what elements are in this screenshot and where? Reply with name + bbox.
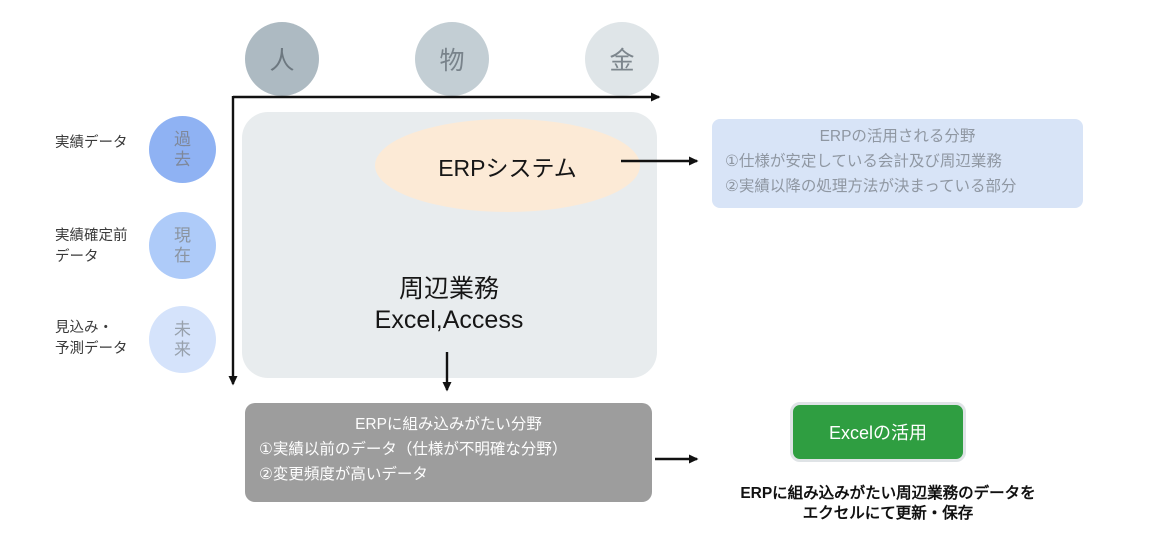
label-pre-final-data: 実績確定前 データ: [55, 226, 128, 268]
erp-applied-fields-box: ERPの活用される分野 ①仕様が安定している会計及び周辺業務 ②実績以降の処理方…: [712, 119, 1083, 208]
timeline-circle-past: 過去: [149, 116, 216, 183]
timeline-circle-future: 未来: [149, 306, 216, 373]
peripheral-work-text-line1: 周辺業務: [398, 275, 499, 303]
timeline-circle-present-label: 現在: [174, 225, 191, 265]
timeline-circle-present: 現在: [149, 212, 216, 279]
excel-usage-caption-line2: エクセルにて更新・保存: [802, 504, 974, 522]
excel-usage-button: Excelの活用: [790, 402, 966, 462]
hard-to-embed-title: ERPに組み込みがたい分野: [355, 416, 542, 433]
axis-circle-people: 人: [245, 22, 319, 96]
axis-circle-goods-label: 物: [439, 47, 465, 75]
label-forecast-data-line1: 見込み・: [55, 320, 113, 336]
hard-to-embed-box: ERPに組み込みがたい分野 ①実績以前のデータ（仕様が不明確な分野） ②変更頻度…: [245, 403, 652, 502]
label-pre-final-data-line1: 実績確定前: [55, 228, 128, 244]
peripheral-work-text: 周辺業務 Excel,Access: [339, 274, 559, 336]
label-actual-data: 実績データ: [55, 133, 128, 154]
erp-applied-fields-item2: ②実績以降の処理方法が決まっている部分: [725, 178, 1017, 195]
excel-usage-caption: ERPに組み込みがたい周辺業務のデータを エクセルにて更新・保存: [693, 484, 1083, 523]
label-forecast-data-line2: 予測データ: [55, 341, 128, 357]
axis-circle-money-label: 金: [609, 47, 635, 75]
label-forecast-data: 見込み・ 予測データ: [55, 318, 128, 360]
erp-applied-fields-title: ERPの活用される分野: [819, 128, 976, 145]
axis-circle-goods: 物: [415, 22, 489, 96]
label-actual-data-line1: 実績データ: [55, 135, 128, 151]
peripheral-work-text-line2: Excel,Access: [374, 306, 524, 334]
label-pre-final-data-line2: データ: [55, 249, 99, 265]
excel-usage-caption-line1: ERPに組み込みがたい周辺業務のデータを: [740, 485, 1036, 502]
erp-applied-fields-item1: ①仕様が安定している会計及び周辺業務: [725, 153, 1002, 170]
axis-circle-people-label: 人: [269, 47, 295, 75]
hard-to-embed-item1: ①実績以前のデータ（仕様が不明確な分野）: [259, 441, 568, 458]
erp-system-label: ERPシステム: [438, 154, 577, 181]
hard-to-embed-item2: ②変更頻度が高いデータ: [259, 466, 428, 483]
excel-usage-button-label: Excelの活用: [828, 423, 927, 443]
timeline-circle-future-label: 未来: [174, 319, 191, 359]
axis-circle-money: 金: [585, 22, 659, 96]
timeline-circle-past-label: 過去: [174, 129, 191, 169]
erp-system-ellipse: ERPシステム: [375, 119, 640, 212]
